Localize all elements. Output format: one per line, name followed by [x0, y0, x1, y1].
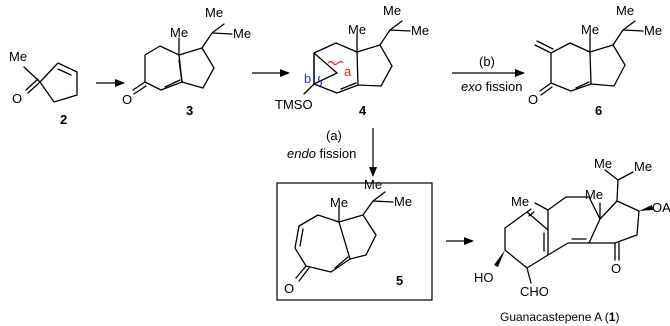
compound-4-bond-b-label: b: [304, 71, 311, 86]
compound-4-bond-a-label: a: [344, 64, 352, 79]
path-b-label: exo fission: [461, 79, 522, 94]
path-b-tag: (b): [479, 54, 495, 69]
compound-4-me-label: Me: [348, 22, 366, 37]
compound-6: Me Me Me O 6: [528, 3, 662, 118]
compound-4-isopropyl-me-1: Me: [383, 3, 401, 18]
compound-2-me-label: Me: [9, 49, 27, 64]
compound-1-me-a-label: Me: [511, 194, 529, 209]
oac-wedge: [639, 205, 653, 211]
compound-5-box: [276, 182, 433, 301]
compound-2-bonds: [23, 62, 78, 103]
compound-3: Me Me Me O 3: [122, 5, 251, 118]
compound-1-ketone-oxygen: O: [611, 261, 621, 276]
compound-3-me-label: Me: [170, 25, 188, 40]
cleavage-wave-a: [327, 60, 344, 66]
compound-3-number: 3: [186, 103, 193, 118]
compound-5-isopropyl-me-2: Me: [394, 194, 412, 209]
compound-1-bonds: [494, 169, 653, 284]
compound-4-isopropyl-me-2: Me: [411, 23, 429, 38]
compound-6-oxygen-label: O: [528, 92, 538, 107]
compound-1-me-b-label: Me: [585, 187, 603, 202]
compound-1-caption-name: Guanacastepene A (: [500, 310, 609, 324]
compound-4-bonds: [303, 20, 411, 95]
ho-wedge: [494, 250, 505, 267]
compound-1-caption-number: 1: [609, 310, 616, 324]
hash-bond: [526, 208, 535, 217]
compound-4-tmso-label: TMSO: [275, 97, 313, 112]
compound-1-guanacastepene-a: Me Me Me Me OAc O HO CHO Guanacastepene …: [474, 156, 670, 324]
compound-5-number: 5: [396, 273, 403, 288]
compound-3-oxygen-label: O: [122, 92, 132, 107]
compound-1-isopropyl-me-2: Me: [634, 159, 652, 174]
compound-1-ho-label: HO: [474, 270, 494, 285]
compound-1-caption-end: ): [615, 310, 619, 324]
path-a-label: endo fission: [287, 146, 356, 161]
compound-5-me-label: Me: [330, 195, 348, 210]
compound-2-number: 2: [60, 112, 67, 127]
compound-3-bonds: [132, 23, 233, 95]
compound-3-isopropyl-me-2: Me: [233, 26, 251, 41]
compound-5-bonds: [294, 191, 394, 282]
compound-6-number: 6: [595, 103, 602, 118]
compound-6-bonds: [534, 20, 644, 96]
path-a-label-rest: fission: [316, 146, 356, 161]
compound-6-isopropyl-me-1: Me: [616, 3, 634, 18]
compound-3-isopropyl-me-1: Me: [205, 5, 223, 20]
path-a-tag: (a): [326, 128, 342, 143]
compound-2: Me O 2: [9, 49, 78, 127]
compound-5: Me Me Me O 5: [276, 177, 433, 301]
compound-5-isopropyl-me-1: Me: [364, 177, 382, 192]
compound-1-caption: Guanacastepene A (1): [500, 310, 619, 324]
path-a-label-em: endo: [287, 146, 316, 161]
path-b-label-em: exo: [461, 79, 482, 94]
compound-4: Me Me Me a b TMSO 4: [275, 3, 429, 118]
compound-6-isopropyl-me-2: Me: [644, 23, 662, 38]
compound-1-isopropyl-me-1: Me: [594, 156, 612, 171]
compound-2-oxygen-label: O: [12, 91, 22, 106]
compound-1-cho-label: CHO: [520, 284, 549, 299]
compound-1-oac-label: OAc: [652, 200, 670, 215]
compound-6-me-label: Me: [581, 22, 599, 37]
path-b-label-rest: fission: [482, 79, 522, 94]
compound-5-oxygen-label: O: [284, 281, 294, 296]
compound-4-number: 4: [359, 103, 367, 118]
cleavage-wave-b: [317, 75, 323, 87]
